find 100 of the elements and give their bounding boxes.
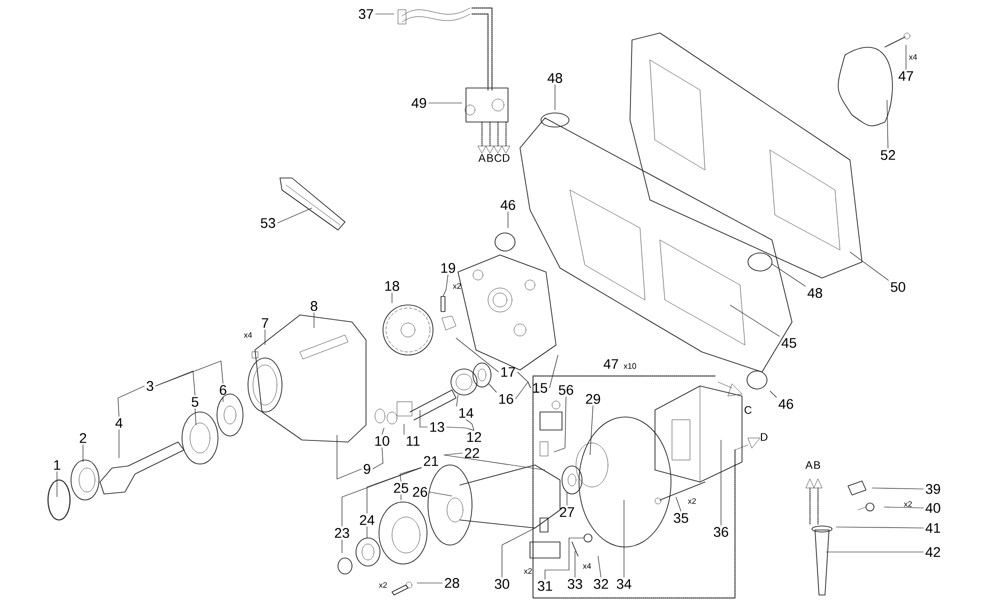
- leader-line: [442, 274, 448, 296]
- leader-line: [850, 252, 889, 281]
- leader-line: [118, 429, 120, 458]
- callout-number: 12: [467, 432, 482, 442]
- callout-number: 31: [538, 581, 552, 591]
- leader-line: [372, 447, 384, 470]
- leader-line: [872, 488, 924, 490]
- leader-line: [884, 506, 924, 508]
- callout-number: 49: [412, 98, 426, 108]
- callout-number: 18: [385, 281, 400, 291]
- callout-number: 36: [714, 527, 728, 537]
- callout-number: 22: [464, 448, 480, 458]
- leader-line: [118, 386, 145, 417]
- callout-number: 37: [358, 9, 374, 19]
- callout-number: 39: [926, 484, 940, 494]
- callout-number: 47: [898, 71, 914, 81]
- leader-line: [342, 467, 422, 527]
- callout-number: 3: [146, 381, 154, 391]
- leader-line: [429, 492, 452, 496]
- connection-letter: B: [814, 461, 820, 469]
- callout-number: 4: [115, 418, 122, 428]
- callout-number: 46: [500, 200, 516, 210]
- leader-line: [554, 84, 556, 110]
- leader-line: [598, 556, 602, 578]
- callout-number: 40: [926, 503, 940, 513]
- leader-line: [446, 426, 474, 431]
- connection-letter: C: [494, 154, 502, 162]
- connection-letter: D: [502, 154, 510, 162]
- leader-line: [566, 492, 568, 506]
- callout-number: 11: [406, 436, 420, 446]
- callout-number: 53: [260, 218, 276, 228]
- callout-number: 7: [262, 318, 268, 328]
- ring: [472, 362, 492, 388]
- leader-line: [544, 538, 584, 580]
- callout-number: 21: [424, 456, 438, 466]
- callout-number: 42: [926, 547, 940, 557]
- callout-number: 23: [334, 528, 350, 538]
- callout-number: 47: [604, 359, 618, 369]
- leader-line: [444, 452, 546, 470]
- leader-line: [56, 471, 58, 498]
- connection-letter: D: [760, 433, 768, 441]
- leader-line: [416, 582, 443, 584]
- connection-letter: B: [487, 154, 494, 162]
- leader-line: [456, 338, 499, 372]
- callout-number: 10: [375, 436, 390, 446]
- leader-line: [366, 526, 368, 538]
- leader-line: [420, 410, 428, 428]
- callout-number: 29: [586, 394, 600, 404]
- leader-line: [676, 496, 682, 512]
- callout-number: 41: [926, 523, 940, 533]
- leader-line: [400, 494, 402, 500]
- callout-number: 45: [782, 338, 796, 348]
- callout-number: 6: [220, 385, 226, 395]
- pin: [440, 296, 446, 312]
- leader-line: [456, 394, 458, 407]
- callout-number: 52: [880, 150, 896, 160]
- connection-letter: C: [744, 406, 752, 414]
- callout-number: 56: [558, 385, 574, 395]
- leader-line: [466, 419, 474, 431]
- leader-line: [488, 383, 497, 393]
- callout-number: 24: [360, 515, 374, 525]
- leader-line: [886, 100, 888, 149]
- leader-line: [382, 428, 384, 435]
- leader-line: [82, 444, 84, 462]
- callout-number: 5: [192, 397, 198, 407]
- callout-number: 8: [310, 301, 318, 311]
- leader-line: [336, 434, 362, 480]
- ring: [584, 534, 592, 542]
- leader-line: [428, 102, 462, 104]
- callout-number: 15: [533, 383, 548, 393]
- callout-number: 2: [80, 433, 86, 443]
- callout-number: 48: [808, 288, 822, 298]
- callout-number: 28: [444, 578, 460, 588]
- leader-line: [836, 526, 924, 528]
- leader-line: [554, 396, 566, 452]
- callout-number: 14: [459, 408, 474, 418]
- callout-number: 35: [674, 513, 688, 523]
- leader-line: [222, 396, 224, 402]
- leader-line: [549, 354, 558, 388]
- callout-number: 30: [494, 579, 510, 589]
- connection-letter: A: [805, 461, 813, 469]
- leader-line: [720, 440, 722, 526]
- callout-number: 46: [778, 399, 794, 409]
- leader-line: [770, 390, 777, 398]
- callout-number: 25: [394, 483, 408, 493]
- connection-letter: A: [478, 154, 486, 162]
- leader-line: [574, 550, 576, 578]
- leader-line: [194, 408, 196, 426]
- callout-number: 17: [501, 367, 516, 377]
- callout-number: 48: [548, 73, 562, 83]
- leader-line: [366, 467, 422, 514]
- callout-number: 33: [568, 579, 582, 589]
- callout-number: 27: [560, 507, 574, 517]
- leader-line: [264, 329, 266, 346]
- leader-line: [730, 304, 780, 337]
- callout-number: 16: [499, 394, 514, 404]
- leader-line: [515, 382, 531, 400]
- callout-number: 32: [594, 579, 608, 589]
- callout-number: 26: [412, 487, 428, 497]
- callout-number: 1: [54, 460, 60, 470]
